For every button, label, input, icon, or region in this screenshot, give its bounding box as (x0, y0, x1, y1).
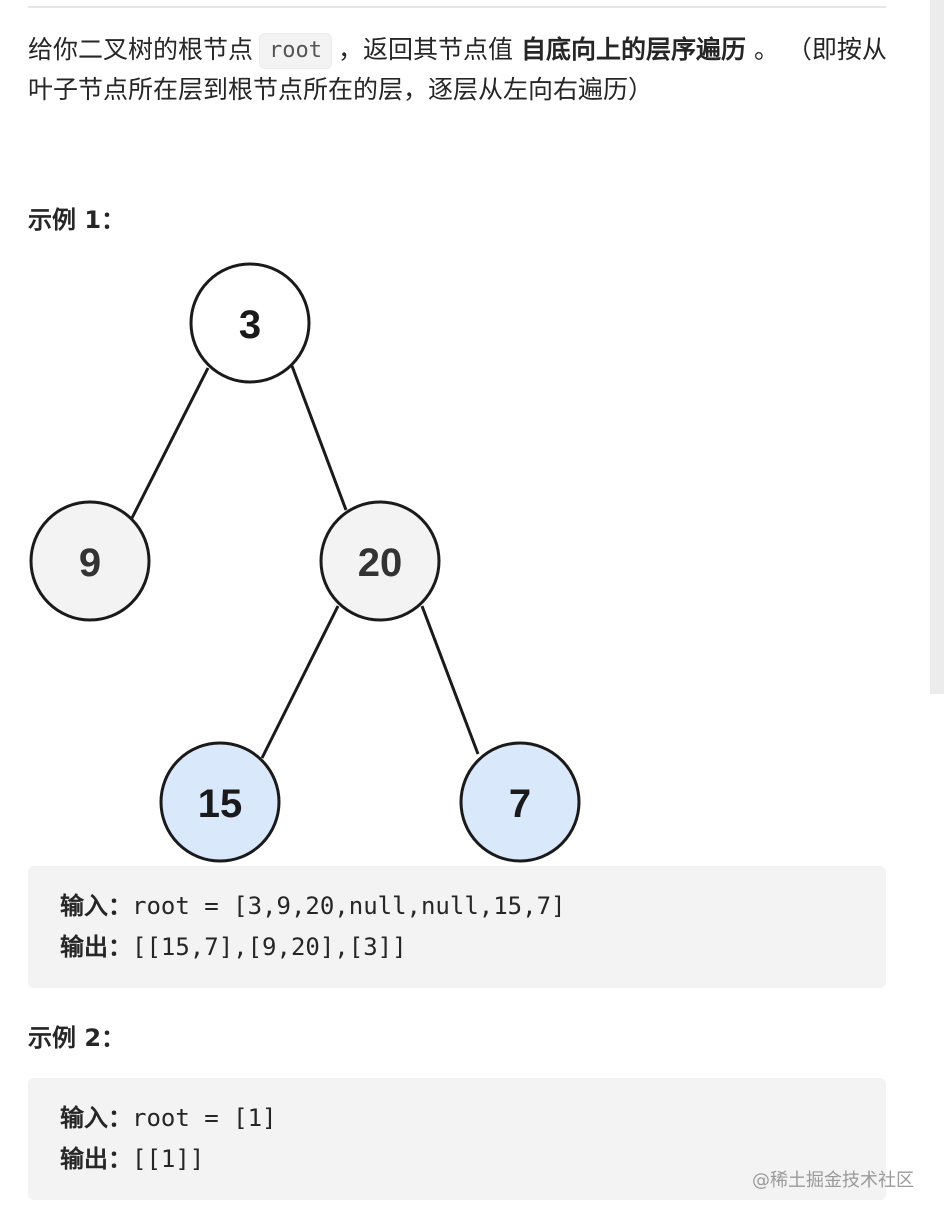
example-1-output-line: 输出：[[15,7],[9,20],[3]] (60, 927, 886, 968)
tree-edge-3-20 (290, 365, 348, 511)
tree-node-7-label: 7 (509, 782, 531, 826)
desc-text-2: ，返回其节点值 (338, 35, 514, 64)
tree-node-15-label: 15 (198, 782, 243, 826)
example-2-code-block: 输入：root = [1] 输出：[[1]] (28, 1078, 886, 1200)
example-1-output-label: 输出： (60, 933, 132, 961)
tree-node-9-label: 9 (79, 541, 101, 585)
top-divider (28, 6, 886, 8)
example-2-input-value: root = [1] (132, 1104, 277, 1132)
example-2-heading: 示例 2： (28, 1024, 126, 1052)
desc-bold-text: 自底向上的层序遍历 (520, 35, 746, 64)
example-2-output-label: 输出： (60, 1145, 132, 1173)
tree-node-3-label: 3 (239, 303, 261, 347)
desc-text-1: 给你二叉树的根节点 (28, 35, 254, 64)
example-1-output-value: [[15,7],[9,20],[3]] (132, 933, 407, 961)
example-1-input-label: 输入： (60, 892, 132, 920)
tree-node-20-label: 20 (358, 541, 403, 585)
tree-edge-3-9 (130, 367, 210, 519)
tree-node-3 (189, 262, 311, 384)
scrollbar[interactable] (930, 0, 944, 694)
example-2-output-line: 输出：[[1]] (60, 1139, 886, 1180)
example-1-input-value: root = [3,9,20,null,null,15,7] (132, 892, 566, 920)
tree-edge-20-7 (420, 605, 480, 755)
tree-node-9 (29, 500, 151, 622)
example-2-input-line: 输入：root = [1] (60, 1098, 886, 1139)
tree-node-20 (319, 500, 441, 622)
example-2-output-value: [[1]] (132, 1145, 205, 1173)
tree-node-7 (459, 741, 581, 863)
example-1-heading: 示例 1： (28, 206, 126, 234)
example-1-code-block: 输入：root = [3,9,20,null,null,15,7] 输出：[[1… (28, 866, 886, 988)
tree-node-15 (159, 741, 281, 863)
tree-edge-20-15 (260, 605, 340, 759)
binary-tree-diagram: 3 9 20 15 7 (29, 262, 581, 863)
example-2-input-label: 输入： (60, 1104, 132, 1132)
watermark-text: @稀土掘金技术社区 (752, 1170, 914, 1191)
inline-code-root: root (259, 33, 332, 69)
desc-text-3: 。 （即按从叶子节点所在层到根节点所在的层，逐层从左向右遍历） (28, 35, 887, 104)
example-1-input-line: 输入：root = [3,9,20,null,null,15,7] (60, 886, 886, 927)
